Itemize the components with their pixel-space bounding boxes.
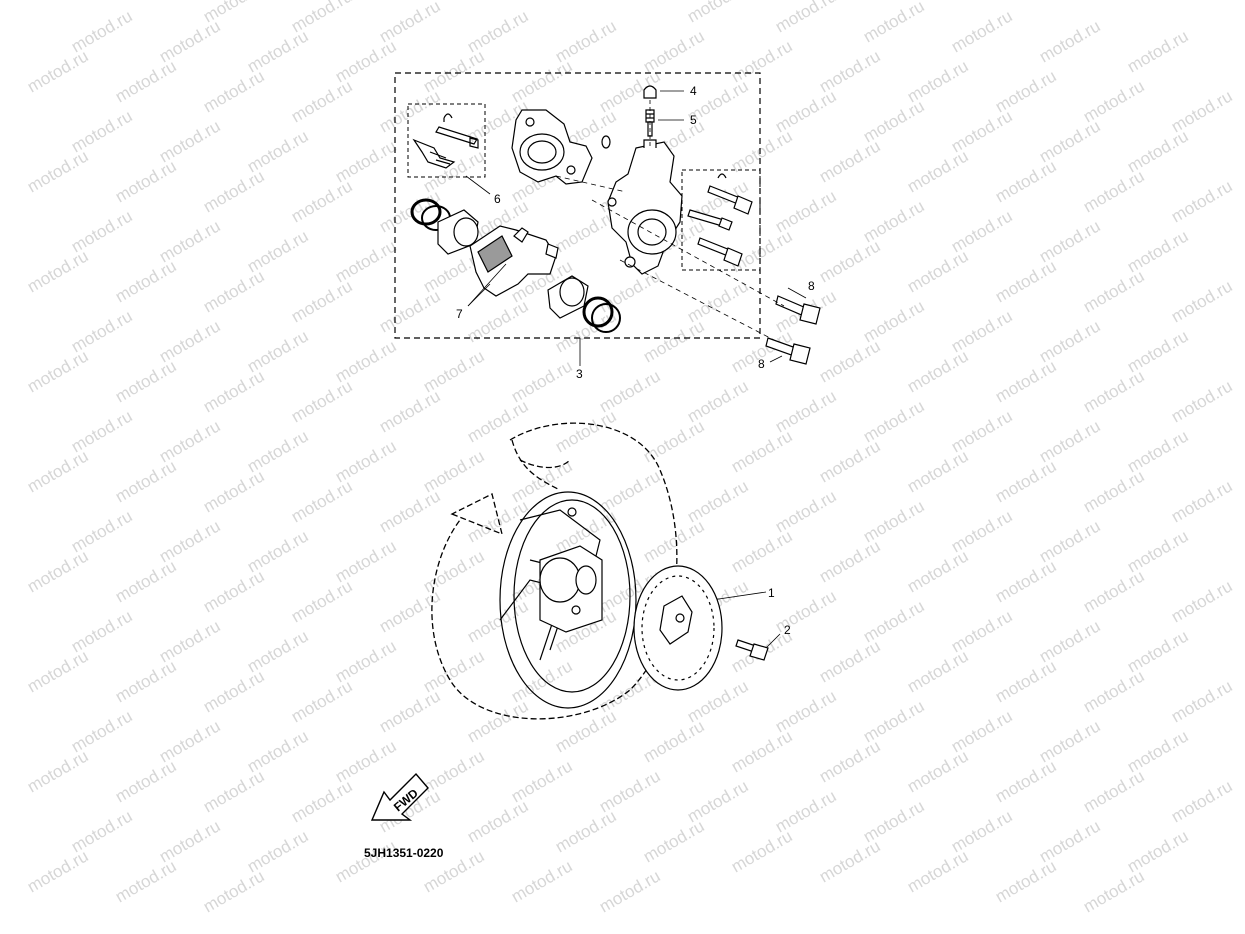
caliper-bolts <box>687 173 753 267</box>
wheel-hub <box>539 507 603 633</box>
mounting-bolt-lower <box>765 337 811 365</box>
brake-pads <box>469 225 559 297</box>
callout-8-lower: 8 <box>758 357 765 371</box>
callout-6: 6 <box>494 192 501 206</box>
fwd-arrow: FWD <box>370 772 429 821</box>
tire-outline <box>431 422 678 720</box>
caliper-assembly-box <box>394 72 761 339</box>
piston-right <box>547 275 589 319</box>
bleed-cap <box>643 85 657 99</box>
disc-bolt <box>735 639 769 661</box>
callout-5: 5 <box>690 113 697 127</box>
callout-8-upper: 8 <box>808 279 815 293</box>
pad-pin-kit <box>412 113 479 169</box>
callout-2: 2 <box>784 623 791 637</box>
assembly-lines <box>555 175 785 341</box>
pad-pin-kit-box <box>407 103 486 178</box>
callout-3: 3 <box>576 367 583 381</box>
caliper-bracket <box>511 109 611 185</box>
callout-7: 7 <box>456 307 463 321</box>
caliper-body <box>607 139 683 275</box>
mounting-bolt-upper <box>775 295 821 325</box>
bolt-group-box <box>681 169 761 271</box>
piston-seals-right <box>582 296 621 333</box>
callout-4: 4 <box>690 84 697 98</box>
brake-disc <box>633 565 723 691</box>
leader-lines <box>465 90 807 651</box>
callout-1: 1 <box>768 586 775 600</box>
diagram-code: 5JH1351-0220 <box>364 846 444 860</box>
